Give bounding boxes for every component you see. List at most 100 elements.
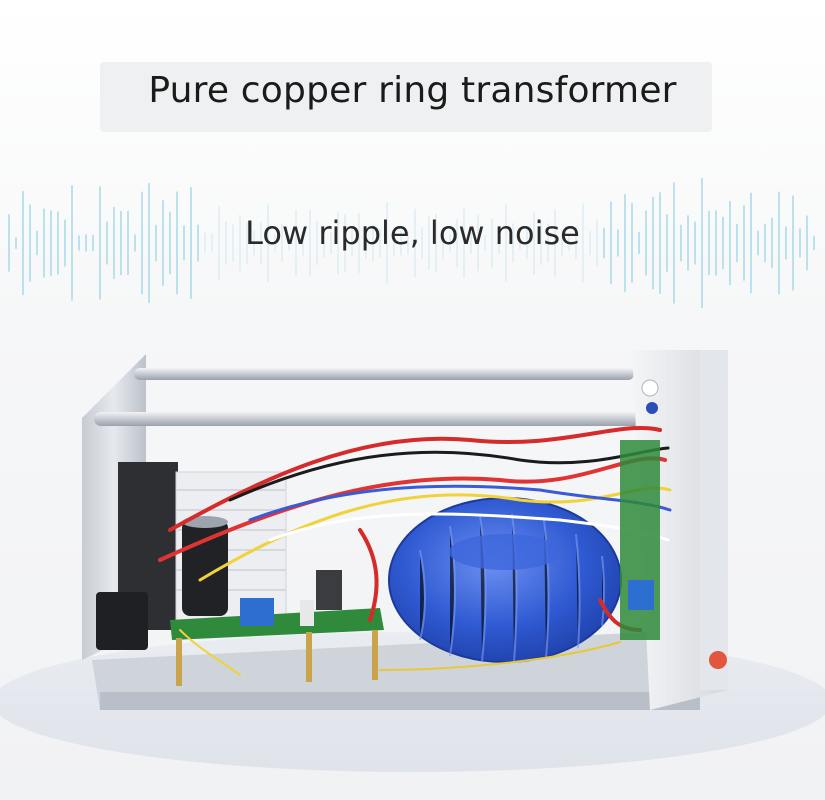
wave-bar	[757, 230, 759, 256]
wave-bar	[645, 210, 647, 276]
wave-bar	[659, 191, 661, 295]
wave-bar	[386, 202, 388, 284]
wave-bar	[680, 224, 682, 262]
wire-red	[168, 425, 662, 532]
wave-bar	[29, 204, 31, 282]
wave-bar	[36, 230, 38, 256]
circuit-board	[170, 608, 384, 640]
wave-bar	[141, 191, 143, 295]
wave-bar	[764, 223, 766, 263]
wave-bar	[225, 221, 227, 265]
wave-bar	[78, 235, 80, 251]
wave-bar	[561, 229, 563, 257]
standoff	[176, 638, 182, 686]
wave-bar	[176, 191, 178, 295]
wave-bar	[337, 211, 339, 275]
wave-bar	[750, 192, 752, 294]
wave-bar	[652, 196, 654, 290]
power-supply-interior-image	[0, 350, 825, 772]
wave-bar	[8, 214, 10, 272]
wave-bar	[694, 221, 696, 265]
wave-bar	[15, 236, 17, 250]
wave-bar	[85, 234, 87, 252]
wave-bar	[722, 216, 724, 270]
wave-bar	[169, 211, 171, 275]
wave-bar	[456, 218, 458, 268]
wave-bar	[568, 235, 570, 251]
banner-subtitle: Low ripple, low noise	[245, 214, 580, 252]
wave-bar	[575, 226, 577, 260]
wave-bar	[708, 210, 710, 276]
wave-bar	[449, 233, 451, 253]
wave-bar	[407, 231, 409, 255]
wave-bar	[547, 223, 549, 263]
wave-bar	[442, 226, 444, 260]
wave-bar	[239, 214, 241, 272]
wave-bar	[92, 234, 94, 252]
wave-bar	[687, 215, 689, 271]
wave-bar	[421, 226, 423, 260]
wave-bar	[491, 218, 493, 268]
banner-title: Pure copper ring transformer	[148, 70, 677, 111]
wave-bar	[428, 216, 430, 270]
wave-bar	[463, 207, 465, 279]
wave-bar	[603, 227, 605, 259]
wave-bar	[344, 214, 346, 272]
support-rod-front	[94, 412, 654, 426]
wave-bar	[582, 203, 584, 283]
wave-bar	[295, 209, 297, 277]
wave-bar	[148, 182, 150, 304]
wave-bar	[736, 223, 738, 263]
wave-bar	[50, 210, 52, 276]
wave-bar	[477, 214, 479, 272]
wave-bar	[372, 224, 374, 262]
wave-bar	[400, 230, 402, 256]
wave-bar	[617, 229, 619, 257]
wave-bar	[57, 211, 59, 275]
wire-red	[158, 456, 667, 562]
wave-bar	[701, 178, 703, 308]
wave-bar	[638, 231, 640, 255]
wave-bar	[120, 210, 122, 276]
terminal-knob-red	[709, 651, 727, 669]
wave-bar	[778, 191, 780, 295]
wave-bar	[309, 209, 311, 277]
wave-bar	[64, 219, 66, 267]
wave-bar	[43, 208, 45, 278]
wave-bar	[260, 221, 262, 265]
power-socket	[96, 592, 148, 650]
wave-bar	[274, 234, 276, 252]
wave-bar	[330, 231, 332, 255]
wave-bar	[414, 208, 416, 278]
wave-bar	[533, 211, 535, 275]
front-panel-face	[700, 350, 728, 690]
wave-bar	[610, 201, 612, 285]
wave-bar	[631, 202, 633, 284]
wave-bar	[540, 221, 542, 265]
wave-bar	[554, 208, 556, 278]
wave-bar	[498, 232, 500, 254]
wave-bar	[197, 224, 199, 262]
wave-bar	[106, 221, 108, 265]
sound-wave-icon	[8, 178, 815, 308]
wave-bar	[211, 233, 213, 253]
panel-knob	[641, 379, 659, 397]
wave-bar	[232, 224, 234, 262]
wave-bar	[162, 199, 164, 287]
wave-bar	[218, 206, 220, 280]
relay	[240, 598, 274, 626]
regulator	[316, 570, 342, 610]
wave-bar	[351, 229, 353, 257]
wave-bar	[22, 190, 24, 296]
wave-bar	[435, 213, 437, 273]
panel-indicator	[646, 402, 658, 414]
wave-bar	[267, 203, 269, 283]
wave-bar	[253, 230, 255, 256]
wave-bar	[771, 217, 773, 269]
wave-bar	[134, 234, 136, 252]
wave-bar	[316, 220, 318, 266]
wave-bar	[246, 222, 248, 264]
wave-bar	[729, 200, 731, 286]
standoff	[372, 630, 378, 680]
